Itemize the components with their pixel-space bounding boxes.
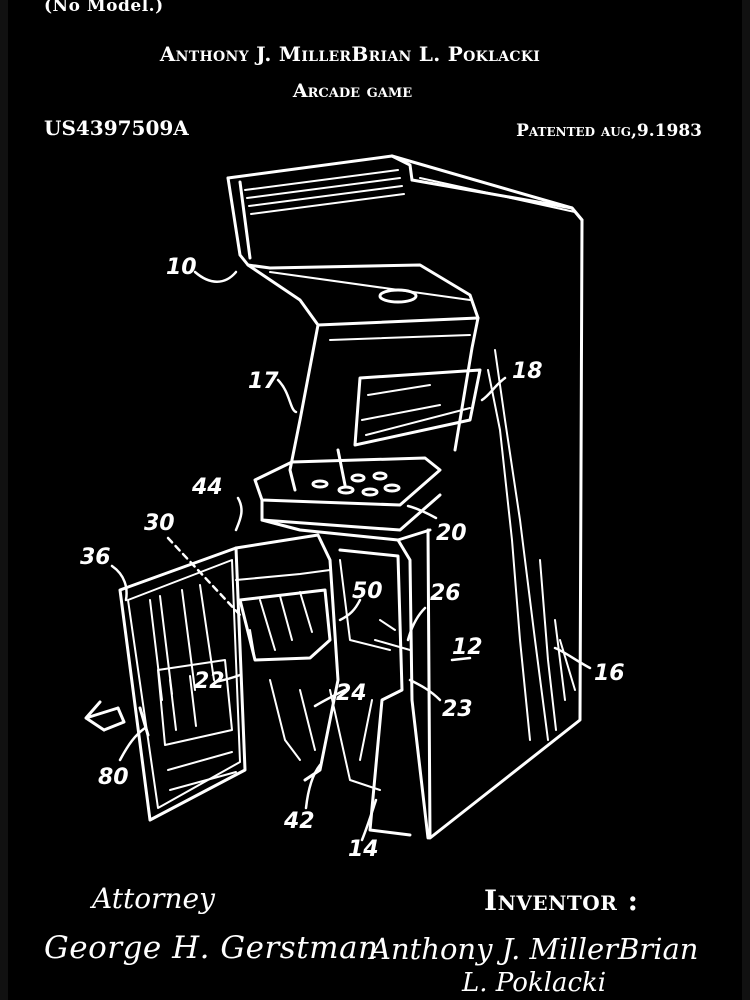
control-panel (253, 448, 442, 532)
no-model-note: (No Model.) (44, 0, 164, 16)
leader-lines (110, 270, 592, 842)
ref-42: 42 (283, 809, 315, 834)
ref-22: 22 (194, 669, 225, 694)
right-border (742, 0, 750, 1000)
reference-numerals: 10 17 18 44 30 36 20 50 26 12 16 22 24 2… (80, 255, 625, 862)
inventor-label: Inventor : (484, 884, 639, 917)
patent-date: Patented aug,9.1983 (516, 121, 702, 141)
attorney-signature: George H. Gerstman (44, 930, 379, 966)
ref-10: 10 (166, 255, 197, 280)
ref-14: 14 (348, 837, 379, 862)
ref-16: 16 (594, 661, 625, 686)
inventor-signature-line2: L. Poklacki (462, 968, 607, 998)
attorney-label: Attorney (92, 882, 215, 915)
inventor-signature-line1: Anthony J. MillerBrian (370, 932, 699, 966)
inventors-heading: Anthony J. MillerBrian L. Poklacki (159, 42, 541, 66)
patent-number: US4397509A (44, 116, 189, 140)
left-border (0, 0, 8, 1000)
ref-18: 18 (512, 359, 543, 384)
ref-26: 26 (430, 581, 461, 606)
ref-30: 30 (144, 511, 175, 536)
cabinet-side (410, 177, 584, 840)
ref-17: 17 (248, 369, 279, 394)
ref-24: 24 (336, 681, 367, 706)
front-door-panel (118, 546, 247, 822)
coin-door-open (234, 533, 340, 782)
ref-36: 36 (80, 545, 111, 570)
ref-20: 20 (436, 521, 467, 546)
open-direction-arrow (84, 700, 126, 732)
marquee (226, 154, 584, 320)
screen-section (246, 263, 482, 492)
ref-12: 12 (452, 635, 483, 660)
ref-44: 44 (191, 475, 223, 500)
patent-title: Arcade game (292, 80, 413, 102)
ref-80: 80 (98, 765, 129, 790)
lower-cabinet (260, 518, 432, 840)
ref-50: 50 (352, 579, 383, 604)
ref-23: 23 (442, 697, 473, 722)
